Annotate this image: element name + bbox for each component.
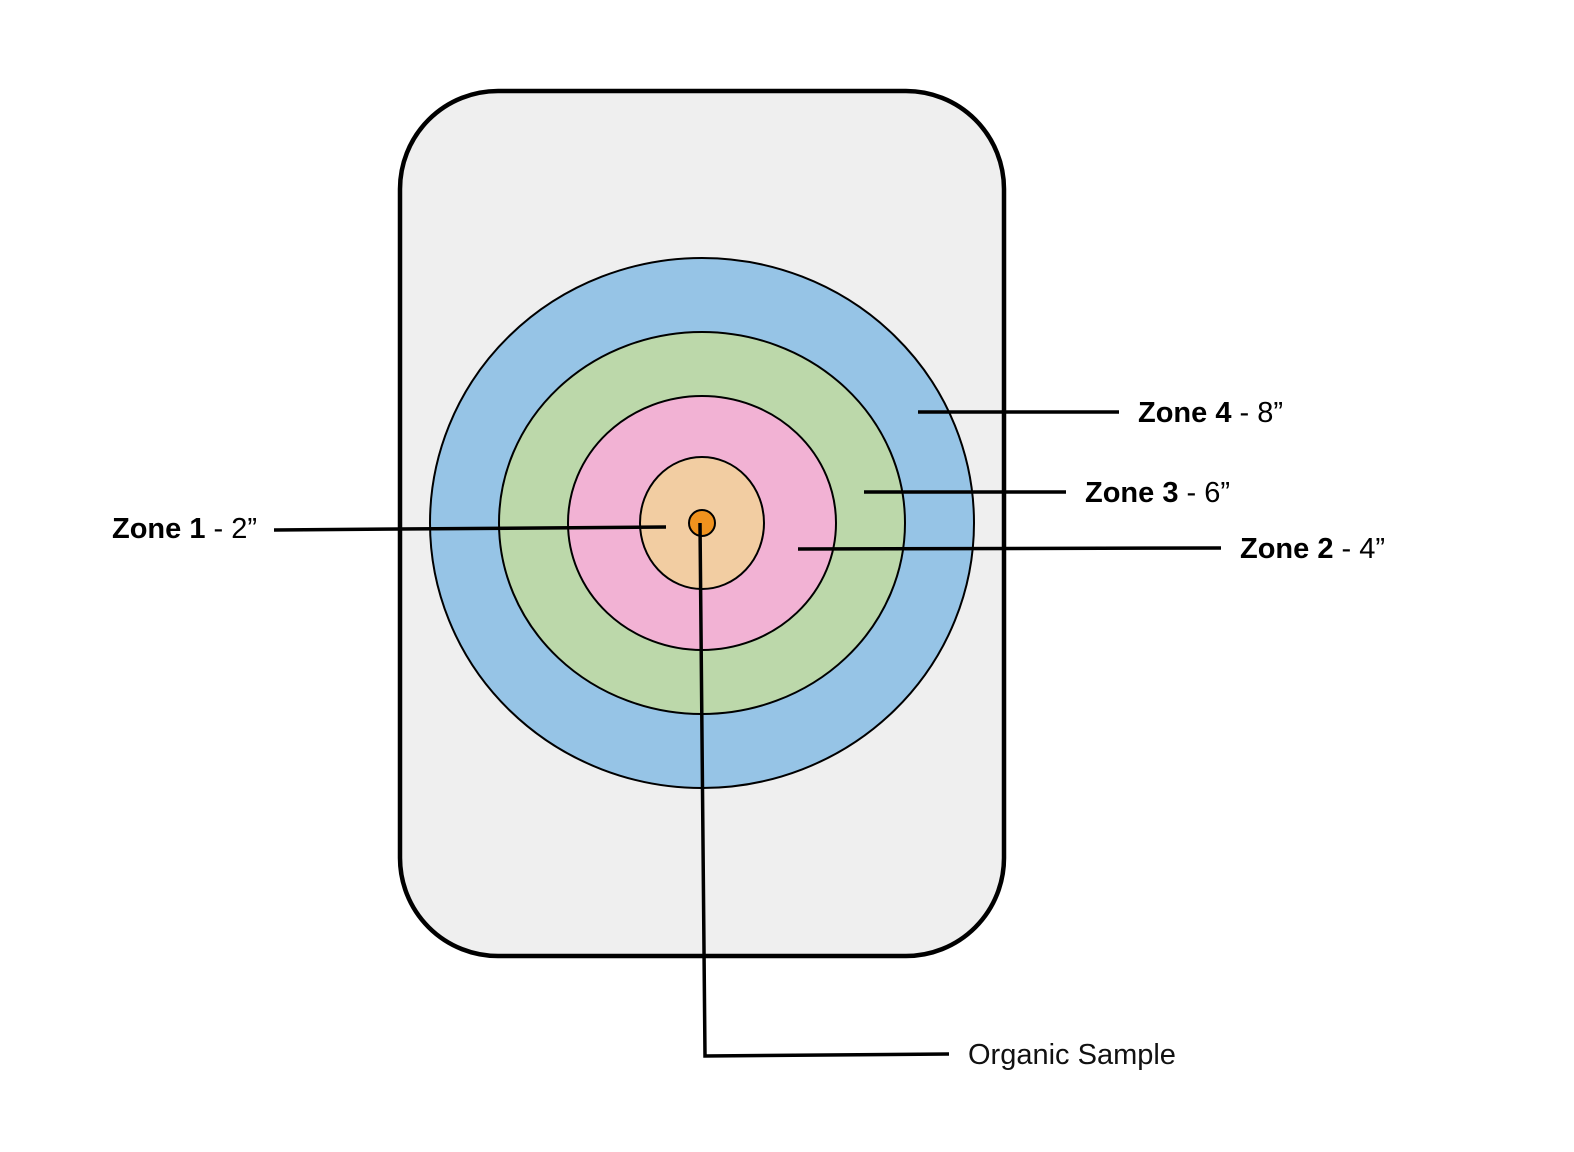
zone-4-name: Zone 4 <box>1138 397 1231 429</box>
zone-4-label: Zone 4 - 8” <box>1138 397 1283 429</box>
zone-1-size: 2” <box>231 513 257 545</box>
zone-2-name: Zone 2 <box>1240 533 1333 565</box>
zone-2-size: 4” <box>1359 533 1385 565</box>
zone-2-separator: - <box>1333 533 1359 565</box>
zone-3-size: 6” <box>1204 477 1230 509</box>
organic-sample-marker <box>688 509 716 537</box>
zone-3-name: Zone 3 <box>1085 477 1178 509</box>
zone-2-leader-line <box>797 546 1222 551</box>
zone-4-size: 8” <box>1257 397 1283 429</box>
organic-sample-leader-line <box>698 522 950 1058</box>
organic-sample-label: Organic Sample <box>968 1039 1176 1071</box>
zone-3-label: Zone 3 - 6” <box>1085 477 1230 509</box>
zone-4-separator: - <box>1231 397 1257 429</box>
zone-1-leader-line <box>273 525 667 532</box>
zone-1-separator: - <box>205 513 231 545</box>
zone-2-label: Zone 2 - 4” <box>1240 533 1385 565</box>
zone-1-name: Zone 1 <box>112 513 205 545</box>
zone-3-separator: - <box>1178 477 1204 509</box>
zone-1-label: Zone 1 - 2” <box>112 513 257 545</box>
